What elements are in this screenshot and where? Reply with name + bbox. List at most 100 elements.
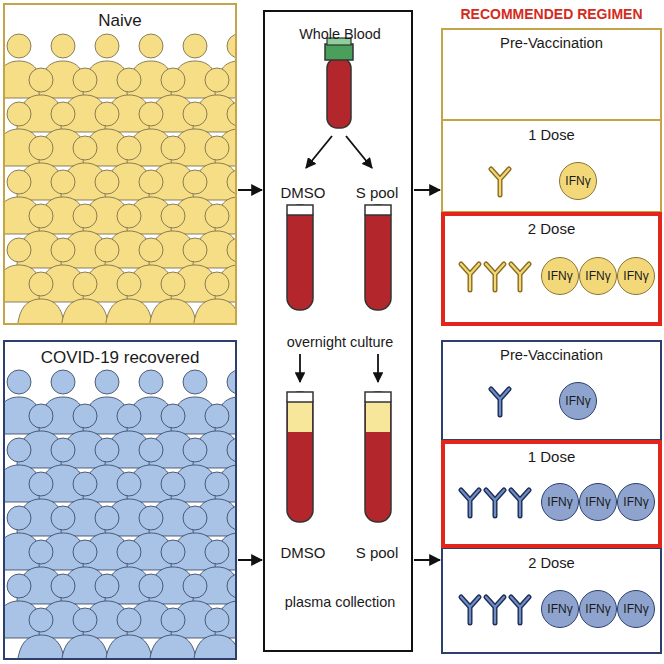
ifn-circle: IFNγ [579,483,617,521]
box-title: 1 Dose [442,127,661,143]
person-body [193,299,235,323]
person-head [51,34,75,58]
person-body [149,635,197,658]
person-head [139,438,163,462]
plasma-tube [287,392,391,522]
person-head [73,404,97,428]
regimen-group: Pre-VaccinationIFNγ1 DoseIFNγIFNγIFNγ2 D… [441,340,662,654]
person-head [73,608,97,632]
person-head [205,540,229,564]
person-head [161,608,185,632]
person-head [29,472,53,496]
person-head [51,438,75,462]
ifn-circle: IFNγ [617,483,655,521]
person-head [183,574,207,598]
person-head [95,438,119,462]
person-head [7,34,31,58]
timepoint-panel: 1 DoseIFNγ [441,120,662,212]
person-head [161,404,185,428]
person-head [73,68,97,92]
person-head [51,238,75,262]
antibody-outline [491,389,509,415]
person-silhouette [17,608,65,658]
ifn-circle: IFNγ [541,590,579,628]
person-body [105,299,153,323]
person-head [161,472,185,496]
person-head [29,608,53,632]
person-head [139,370,163,394]
person-head [227,170,235,194]
person-head [139,574,163,598]
person-body [105,635,153,658]
antibody-outline [486,490,504,516]
person-head [29,540,53,564]
person-silhouette [105,608,153,658]
ifn-circle: IFNγ [559,162,597,200]
antibody-outline [461,490,479,516]
ifn-circle: IFNγ [579,257,617,295]
person-head [161,272,185,296]
person-head [29,136,53,160]
cytokine-label: IFNγ [547,269,572,283]
cytokine-label: IFNγ [623,602,648,616]
person-head [139,170,163,194]
person-head [117,540,141,564]
person-head [29,272,53,296]
antibody-outline [486,597,504,623]
box-title: Whole Blood [265,26,415,42]
person-head [227,506,235,530]
person-head [227,102,235,126]
person-head [183,506,207,530]
antibody-icons [461,169,529,623]
ifn-circle: IFNγ [617,590,655,628]
person-head [7,170,31,194]
person-head [161,540,185,564]
person-head [7,506,31,530]
person-silhouette [17,272,65,323]
person-head [95,34,119,58]
person-head [29,204,53,228]
person-body [193,635,235,658]
person-head [183,438,207,462]
person-head [161,68,185,92]
antibody-outline [461,597,479,623]
antibody-fill [461,597,479,623]
step-label: S pool [341,184,413,201]
person-head [51,170,75,194]
antibody-fill [511,264,529,290]
person-head [95,102,119,126]
flow-arrow [414,189,440,191]
antibody-outline [511,264,529,290]
person-head [139,238,163,262]
person-head [73,136,97,160]
process-box: Whole BloodDMSOS poolovernight cultureDM… [263,10,413,652]
recommended-panel: 1 DoseIFNγIFNγIFNγ [441,440,662,548]
population-box: Naive [3,3,237,325]
person-head [51,574,75,598]
person-head [51,506,75,530]
person-head [139,102,163,126]
person-head [95,370,119,394]
recommended-panel: 2 DoseIFNγIFNγIFNγ [441,212,662,326]
ifn-circle: IFNγ [541,483,579,521]
person-silhouette [149,272,197,323]
person-head [51,370,75,394]
person-head [227,370,235,394]
antibody-fill [491,389,509,415]
person-head [95,506,119,530]
cytokine-label: IFNγ [585,269,610,283]
person-body [149,299,197,323]
crowd-illustration [5,32,235,323]
person-head [7,438,31,462]
cytokine-label: IFNγ [585,602,610,616]
person-silhouette [193,272,235,323]
person-head [227,574,235,598]
person-silhouette [193,608,235,658]
person-head [227,438,235,462]
person-head [183,102,207,126]
person-head [205,608,229,632]
flow-arrow [238,559,262,561]
antibody-outline [491,169,509,195]
person-head [29,404,53,428]
timepoint-panel: Pre-VaccinationIFNγ [441,340,662,440]
